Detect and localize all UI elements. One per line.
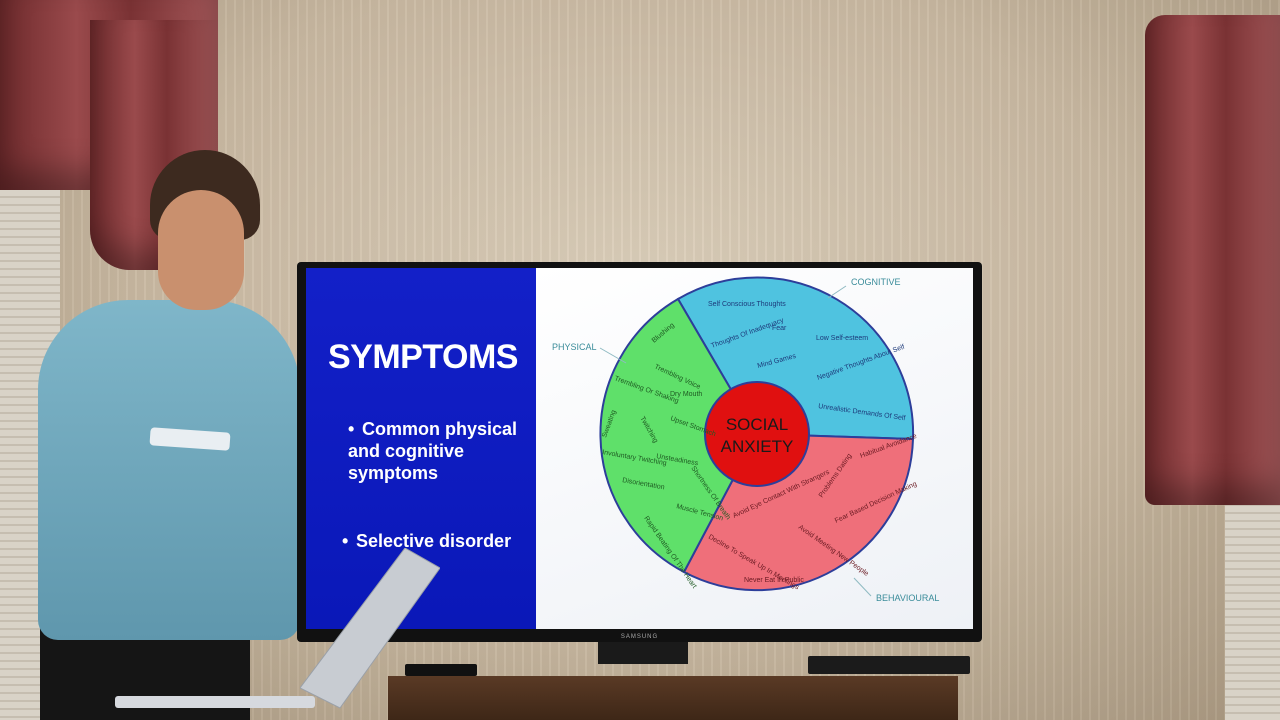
bullet-dot: • — [342, 531, 349, 551]
physical-tag-line — [599, 347, 627, 364]
presenter-torso — [38, 300, 300, 640]
behavioural-item: Never Eat In Public — [744, 577, 804, 584]
bullet-dot: • — [348, 419, 355, 439]
center-label-line2: ANXIETY — [721, 437, 794, 456]
bullet-1-text: Common physical and cognitive symptoms — [348, 419, 518, 483]
presenter-head — [158, 190, 244, 310]
tv-brand-label: SAMSUNG — [620, 634, 659, 640]
behavioural-tag: BEHAVIOURAL — [876, 593, 939, 603]
center-circle — [704, 381, 810, 487]
tv-stand — [598, 642, 688, 664]
behavioural-tag-line — [853, 577, 872, 597]
tv-stand-furniture — [388, 676, 958, 720]
cognitive-item: Self Conscious Thoughts — [708, 301, 786, 308]
laptop-base — [115, 696, 315, 708]
physical-tag: PHYSICAL — [552, 342, 597, 352]
physical-segment — [599, 297, 759, 574]
social-anxiety-wheel: SOCIAL ANXIETY PHYSICAL COGNITIVE BEHAVI… — [552, 276, 939, 603]
cognitive-item: Low Self-esteem — [816, 335, 868, 342]
slide-screen: SYMPTOMS •Common physical and cognitive … — [306, 268, 973, 629]
cognitive-tag: COGNITIVE — [851, 277, 901, 287]
physical-item: Dry Mouth — [670, 391, 702, 398]
soundbar — [808, 656, 970, 674]
slide-right-panel: SOCIAL ANXIETY PHYSICAL COGNITIVE BEHAVI… — [536, 268, 973, 629]
bullet-1: •Common physical and cognitive symptoms — [348, 418, 534, 484]
media-box — [405, 664, 477, 676]
center-label-line1: SOCIAL — [726, 415, 788, 434]
bullet-2: • Selective disorder — [342, 530, 532, 552]
cognitive-item: Fear — [772, 325, 787, 332]
bullet-2-text: Selective disorder — [356, 531, 512, 551]
laptop — [300, 548, 440, 709]
cognitive-tag-line — [827, 285, 847, 299]
slide-title: SYMPTOMS — [328, 338, 518, 376]
curtain-right — [1145, 15, 1280, 505]
slide-left-panel: SYMPTOMS •Common physical and cognitive … — [306, 268, 536, 629]
